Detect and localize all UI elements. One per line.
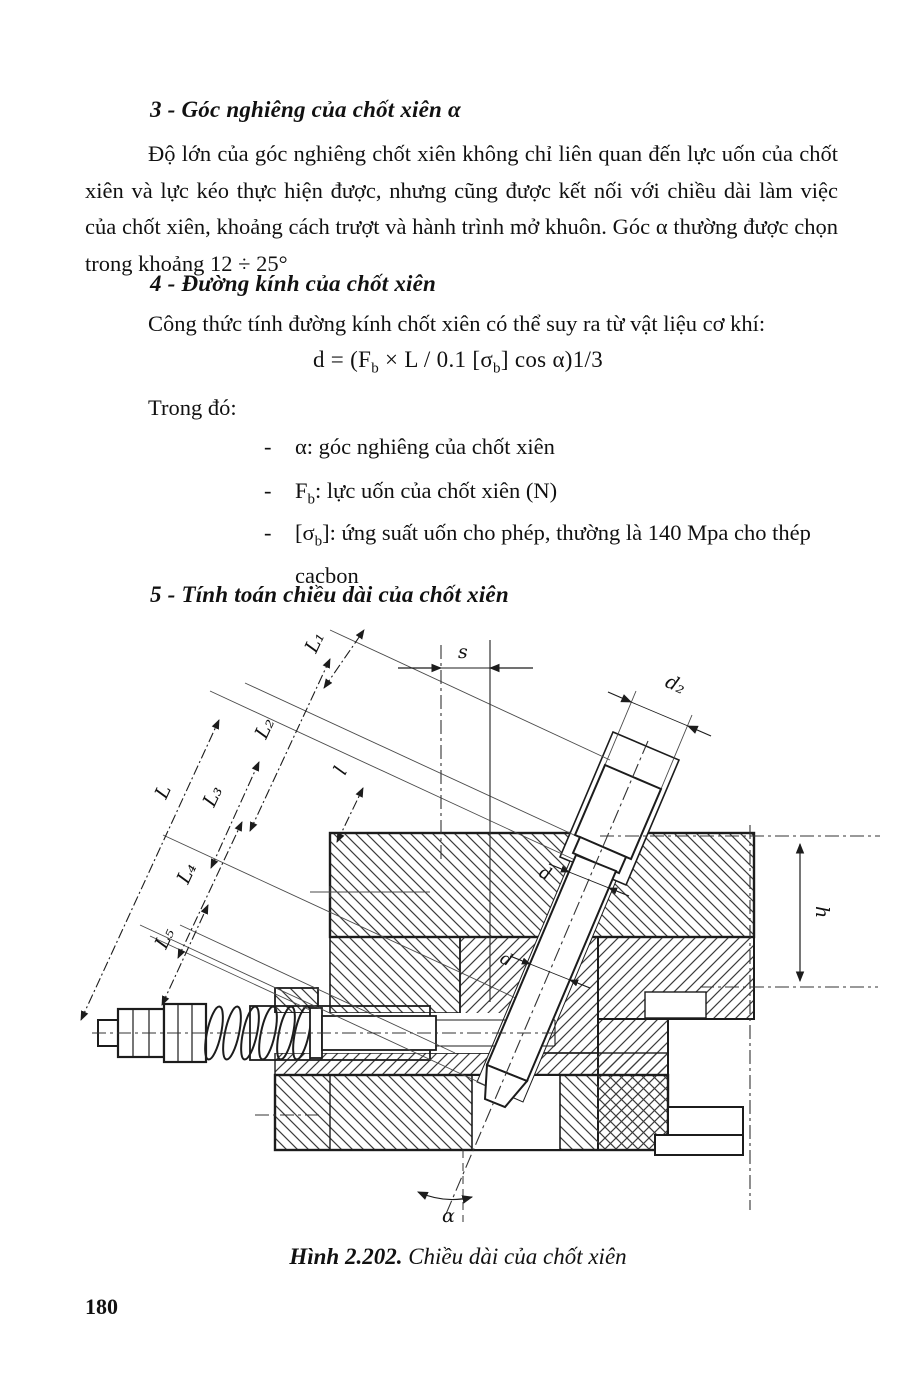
top-plate	[328, 831, 756, 939]
list-item: - [σb]: ứng suất uốn cho phép, thường là…	[264, 516, 839, 592]
dim-l	[336, 787, 364, 843]
angle-pin-length-diagram: L₁ L₂ L₃ l L₄ L₅ L s d₂	[80, 628, 880, 1227]
label-L1: L₁	[300, 628, 329, 657]
pin-neck	[571, 835, 628, 875]
length-dimensions	[80, 629, 365, 1021]
label-s: s	[458, 641, 468, 663]
figure-caption-number: Hình 2.202.	[289, 1244, 403, 1269]
page-number: 180	[85, 1294, 118, 1319]
dim-L2	[249, 658, 331, 832]
d-dimensions	[509, 863, 630, 989]
section-4-heading: 4 - Đường kính của chốt xiên	[150, 271, 437, 296]
dim-L4	[177, 821, 243, 959]
figure-caption: Hình 2.202. Chiều dài của chốt xiên	[0, 1244, 916, 1270]
d2-dimension	[607, 691, 712, 737]
label-L5: L₅	[150, 924, 179, 953]
where-label: Trong đó:	[148, 395, 237, 420]
label-l: l	[330, 763, 353, 778]
label-alpha: α	[442, 1205, 455, 1227]
alpha-dimension	[417, 1150, 474, 1222]
list-bullet: -	[264, 520, 272, 545]
pin-tip	[483, 1063, 529, 1109]
pin-axis-centerline	[442, 740, 649, 1222]
section-3-heading: 3 - Góc nghiêng của chốt xiên α	[150, 97, 461, 122]
list-item-text: [σ	[295, 520, 315, 545]
diameter-formula: d = (Fb × L / 0.1 [σb] cos α)1/3	[0, 347, 916, 378]
list-bullet: -	[264, 434, 272, 459]
section-4-intro: Công thức tính đường kính chốt xiên có t…	[148, 311, 766, 336]
label-L2: L₂	[250, 714, 279, 743]
formula-part: × L / 0.1 [σ	[379, 347, 494, 372]
figure-caption-text: Chiều dài của chốt xiên	[402, 1244, 627, 1269]
formula-part: ] cos α)1/3	[500, 347, 604, 372]
formula-subscript: b	[371, 360, 379, 377]
dim-L-total	[80, 719, 220, 1021]
base-step-2	[654, 1134, 744, 1156]
list-item: - α: góc nghiêng của chốt xiên	[264, 430, 839, 473]
list-item: - Fb: lực uốn của chốt xiên (N)	[264, 474, 839, 517]
formula-part: d = (F	[312, 347, 372, 372]
left-column	[329, 936, 461, 1014]
label-h: h	[811, 906, 833, 918]
label-L-total: L	[150, 781, 176, 803]
section-5-heading: 5 - Tính toán chiều dài của chốt xiên	[150, 582, 509, 607]
section-3-paragraph: Độ lớn của góc nghiêng chốt xiên không c…	[85, 141, 838, 276]
list-item-text: α: góc nghiêng của chốt xiên	[295, 434, 555, 459]
dim-L3	[210, 761, 260, 869]
label-L4: L₄	[172, 859, 201, 888]
dim-L1	[323, 629, 365, 689]
centerlines	[92, 645, 880, 1222]
list-bullet: -	[264, 478, 272, 503]
spring-coils	[204, 1005, 312, 1061]
dim-L5	[161, 904, 209, 1006]
list-item-text: F	[295, 478, 308, 503]
formula-subscript: b	[493, 360, 501, 377]
label-d2: d₂	[662, 671, 689, 699]
label-L3: L₃	[198, 782, 227, 811]
base-step-1	[667, 1106, 744, 1136]
pocket-notch	[644, 991, 707, 1019]
slider-rail	[274, 1052, 669, 1076]
